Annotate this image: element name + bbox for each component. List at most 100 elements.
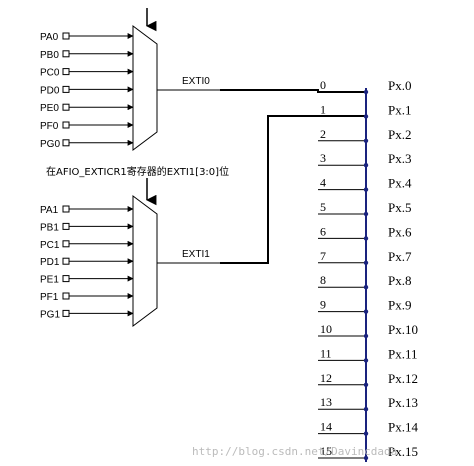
- line-number: 11: [320, 346, 332, 360]
- bus-junction: [363, 333, 369, 339]
- bus-junction: [363, 163, 369, 168]
- pin-label: PB1: [40, 222, 59, 233]
- pin-label: PD0: [40, 85, 60, 96]
- mux-input-pc0: PC0: [40, 68, 134, 79]
- line-number: 3: [320, 151, 326, 165]
- bus-row-7: 7 Px.7: [318, 249, 412, 265]
- bus-row-15: 15 Px.15: [318, 444, 418, 461]
- mux-input-pb1: PB1: [40, 222, 134, 233]
- bus-junction: [363, 236, 369, 241]
- mux-input-pe0: PE0: [40, 103, 134, 114]
- bus-row-11: 11 Px.11: [318, 346, 418, 363]
- line-number: 9: [320, 298, 326, 312]
- line-number: 0: [320, 78, 326, 92]
- pin-label: PA1: [40, 205, 59, 216]
- bus-row-3: 3 Px.3: [318, 151, 411, 168]
- mux-1-body: [132, 195, 158, 327]
- pin-label: PB0: [40, 50, 59, 61]
- bus-junction: [363, 138, 369, 143]
- px-pin-label: Px.0: [388, 78, 411, 93]
- pin-terminal: [62, 257, 70, 265]
- pin-label: PC0: [40, 68, 60, 79]
- px-pin-label: Px.6: [388, 224, 412, 239]
- pin-label: PF0: [40, 121, 59, 132]
- bus-junction: [363, 285, 369, 290]
- px-pin-label: Px.13: [388, 395, 418, 410]
- pin-terminal: [62, 240, 70, 248]
- pin-terminal: [62, 292, 70, 300]
- bus-row-2: 2 Px.2: [318, 127, 411, 143]
- px-pin-label: Px.14: [388, 420, 418, 435]
- px-pin-label: Px.7: [388, 249, 412, 264]
- pin-terminal: [62, 85, 70, 93]
- mux-input-pb0: PB0: [40, 50, 134, 61]
- bus-row-0: 0 Px.0: [318, 78, 411, 95]
- bus-junction: [363, 407, 369, 412]
- pin-terminal: [62, 50, 70, 58]
- px-pin-label: Px.2: [388, 127, 411, 142]
- px-pin-label: Px.5: [388, 200, 411, 215]
- pin-terminal: [62, 68, 70, 76]
- line-number: 13: [320, 395, 332, 409]
- pin-label: PC1: [40, 240, 60, 251]
- bus-junction: [363, 382, 369, 387]
- pin-terminal: [62, 139, 70, 147]
- pin-label: PA0: [40, 32, 59, 43]
- mux-input-pd1: PD1: [40, 257, 134, 268]
- px-pin-label: Px.3: [388, 151, 411, 166]
- line-number: 15: [320, 444, 332, 458]
- bus-row-14: 14 Px.14: [318, 420, 418, 436]
- line-number: 4: [320, 176, 326, 190]
- pin-terminal: [62, 222, 70, 230]
- mux-input-pf0: PF0: [40, 121, 134, 132]
- px-pin-label: Px.11: [388, 346, 418, 361]
- pin-terminal: [62, 205, 70, 213]
- line-number: 1: [320, 102, 326, 116]
- line-number: 6: [320, 224, 326, 238]
- line-number: 7: [320, 249, 326, 263]
- px-pin-label: Px.8: [388, 273, 411, 288]
- line-number: 5: [320, 200, 326, 214]
- bus-row-6: 6 Px.6: [318, 224, 412, 241]
- pin-label: PD1: [40, 257, 60, 268]
- mux-input-pa0: PA0: [40, 32, 134, 43]
- px-pin-label: Px.10: [388, 322, 418, 337]
- bus-junction: [363, 211, 369, 217]
- pin-terminal: [62, 32, 70, 40]
- mux-1-output-label: EXTI1: [182, 249, 210, 260]
- bus-junction: [363, 358, 369, 363]
- line-number: 8: [320, 273, 326, 287]
- line-number: 14: [320, 420, 332, 434]
- line-number: 2: [320, 127, 326, 141]
- bus-junction: [363, 431, 369, 436]
- register-caption: 在AFIO_EXTICR1寄存器的EXTI1[3:0]位: [46, 165, 229, 178]
- bus-row-13: 13 Px.13: [318, 395, 418, 412]
- pin-label: PG0: [40, 139, 60, 150]
- pin-label: PF1: [40, 292, 59, 303]
- watermark-text: http://blog.csdn.net/Davincdada: [192, 445, 397, 458]
- bus-junction: [363, 114, 369, 119]
- bus-junction: [363, 187, 369, 192]
- mux-input-pa1: PA1: [40, 205, 134, 216]
- mux-input-pc1: PC1: [40, 240, 134, 251]
- mux-input-pg0: PG0: [40, 139, 134, 150]
- pin-label: PE1: [40, 275, 59, 286]
- mux-0-output-label: EXTI0: [182, 76, 210, 87]
- bus-junction: [363, 455, 369, 461]
- bus-row-5: 5 Px.5: [318, 200, 411, 217]
- mux-input-pg1: PG1: [40, 309, 134, 320]
- pin-label: PG1: [40, 309, 60, 320]
- bus-junction: [363, 89, 369, 95]
- mux-0-body: [132, 25, 158, 151]
- mux-input-pf1: PF1: [40, 292, 134, 303]
- pin-terminal: [62, 103, 70, 111]
- exti1-route: [220, 115, 366, 264]
- px-pin-label: Px.15: [388, 444, 418, 459]
